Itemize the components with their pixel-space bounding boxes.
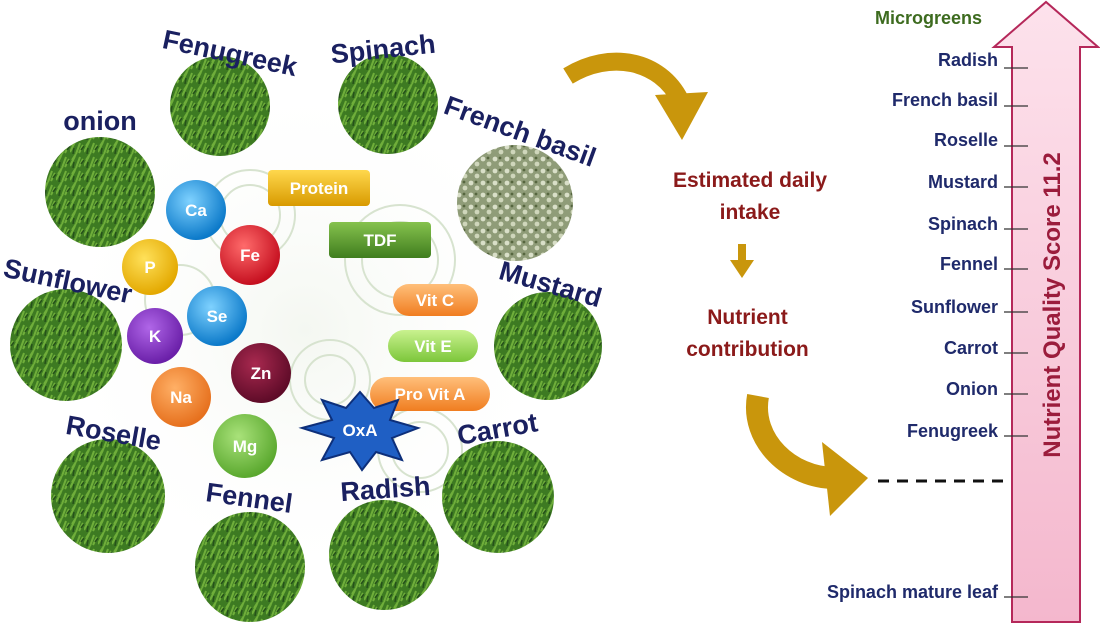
svg-text:OxA: OxA [343, 421, 378, 440]
nutrient-ball: Na [151, 367, 211, 427]
rank-item-roselle: Roselle [933, 130, 998, 150]
nutrient-ball: Zn [231, 343, 291, 403]
rank-item-sunflower: Sunflower [910, 297, 998, 317]
pro-vit-a-pill: Pro Vit A [370, 377, 490, 411]
nutrient-contribution-label: Nutrient contribution [686, 306, 809, 361]
nutrient-ball: Mg [213, 414, 277, 478]
vit-c-pill: Vit C [393, 284, 478, 316]
svg-text:K: K [149, 327, 162, 346]
svg-text:Zn: Zn [251, 364, 272, 383]
estimated-daily-intake-label: Estimated daily intake [672, 169, 828, 224]
spinach-photo [338, 54, 438, 154]
sunflower-photo [10, 289, 122, 401]
fennel-photo [195, 512, 305, 622]
svg-text:Ca: Ca [185, 201, 207, 220]
onion-photo [45, 137, 155, 247]
svg-text:Protein: Protein [290, 179, 349, 198]
score-arrow-icon [991, 0, 1100, 623]
nutrient-ball: Ca [166, 180, 226, 240]
rank-item-fennel: Fennel [939, 254, 998, 274]
svg-text:P: P [144, 258, 155, 277]
fenugreek-photo [170, 56, 270, 156]
nutrient-ball: K [127, 308, 183, 364]
rank-item-fenugreek: Fenugreek [906, 421, 998, 441]
oxa-star: OxA [298, 390, 422, 472]
rank-item-spinach: Spinach [927, 214, 998, 234]
onion-name: onion [63, 106, 136, 136]
nutrient-pills: Protein TDF Vit C Vit E Pro Vit A [268, 170, 490, 411]
spinach-name: Spinach [329, 29, 437, 70]
rank-item-radish: Radish [937, 50, 998, 70]
down-arrow-icon [730, 244, 754, 278]
nutrient-balls: Ca Fe P Se K Zn Na Mg [122, 180, 291, 478]
french-basil-photo [457, 145, 573, 261]
svg-text:TDF: TDF [363, 231, 396, 250]
nutrient-ball: P [122, 239, 178, 295]
radish-photo [329, 500, 439, 610]
rank-item-mustard: Mustard [927, 172, 998, 192]
reference-spinach-mature-leaf: Spinach mature leaf [826, 582, 998, 602]
svg-text:Vit E: Vit E [414, 337, 451, 356]
carrot-photo [442, 441, 554, 553]
svg-text:Na: Na [170, 388, 192, 407]
microgreen-photos [10, 54, 602, 622]
svg-text:Se: Se [207, 307, 228, 326]
svg-text:Mg: Mg [233, 437, 258, 456]
tdf-pill: TDF [329, 222, 431, 258]
score-axis-label: Nutrient Quality Score 11.2 [1039, 152, 1066, 457]
vit-e-pill: Vit E [388, 330, 478, 362]
roselle-photo [51, 439, 165, 553]
svg-text:Pro Vit A: Pro Vit A [395, 385, 466, 404]
mustard-photo [494, 292, 602, 400]
curved-arrow-top-icon [563, 52, 708, 140]
radish-name: Radish [339, 471, 431, 507]
rank-item-french-basil: French basil [891, 90, 998, 110]
microgreens-header: Microgreens [875, 8, 983, 28]
rank-item-carrot: Carrot [943, 338, 998, 358]
ranking-list: Microgreens Radish French basil Roselle … [760, 0, 998, 630]
svg-text:Vit C: Vit C [416, 291, 454, 310]
rank-item-onion: Onion [946, 379, 998, 399]
nutrient-ball: Se [187, 286, 247, 346]
rank-ticks [1004, 67, 1028, 598]
protein-pill: Protein [268, 170, 370, 206]
curved-arrow-bottom-icon [746, 394, 868, 516]
nutrient-ball: Fe [220, 225, 280, 285]
svg-text:Fe: Fe [240, 246, 260, 265]
